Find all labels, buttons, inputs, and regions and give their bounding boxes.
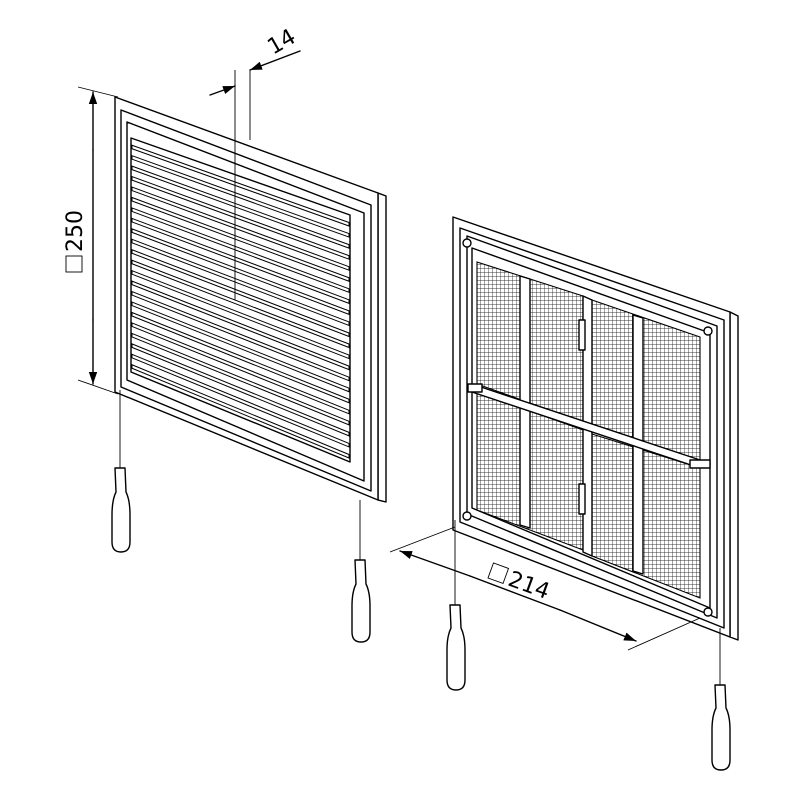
louver-slat [131, 175, 350, 260]
pull-cord-handle-left [111, 467, 131, 553]
louver-slat [131, 353, 350, 448]
louver-slat [131, 217, 350, 305]
louver-slat [131, 249, 350, 338]
louver-slat [131, 186, 350, 271]
louver-slat [131, 301, 350, 393]
square-symbol-icon [487, 562, 510, 585]
height-dimension-label: 250 [63, 210, 88, 252]
louver-slat [131, 144, 350, 227]
louver-slat [131, 290, 350, 382]
louver-slat [131, 207, 350, 294]
rear-grille-mesh [446, 216, 739, 771]
louver-slat [131, 364, 350, 459]
louver-slat [131, 322, 350, 415]
louver-slat [131, 228, 350, 316]
louver-slat [131, 196, 350, 282]
louver-slats [131, 144, 350, 459]
louver-slat [131, 165, 350, 249]
width-dimension-label: 214 [505, 567, 553, 605]
pull-cord-handle-right [351, 559, 371, 643]
louver-slat [131, 280, 350, 371]
front-grille-louvered [111, 96, 387, 643]
pull-cord-handle-left [446, 604, 466, 691]
louver-slat [131, 311, 350, 404]
height-dimension: 250 [63, 86, 119, 395]
louver-slat [131, 238, 350, 327]
square-symbol-icon [65, 255, 83, 273]
louver-slat [131, 332, 350, 426]
depth-dimension-label: 14 [264, 25, 301, 61]
louver-slat [131, 259, 350, 349]
louver-slat [131, 269, 350, 360]
pull-cord-handle-right [711, 684, 731, 771]
louver-slat [131, 343, 350, 437]
louver-slat [131, 154, 350, 238]
